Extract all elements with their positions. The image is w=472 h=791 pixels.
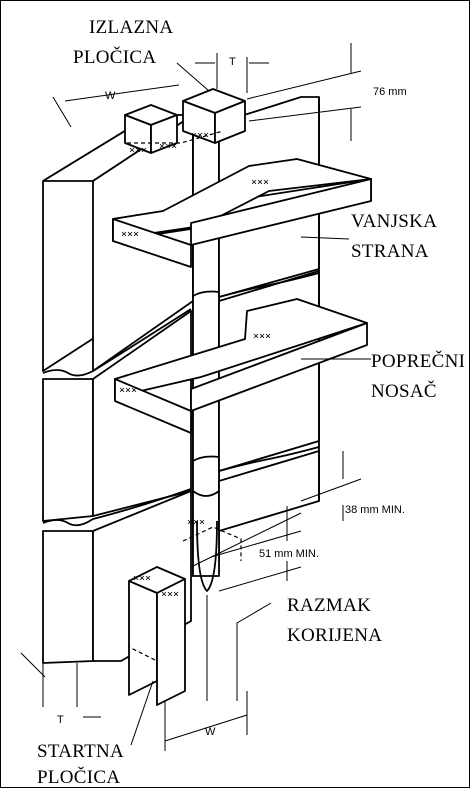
run-off-tabs-top [124,88,246,154]
left-plate [42,114,194,664]
root-gap-label-line2: KORIJENA [287,625,382,646]
root-gap-label-line1: RAZMAK [287,595,371,616]
weld-mark: ××× [121,229,139,240]
dimension-lines [20,43,371,751]
run-off-tab-label-line1: IZLAZNA [89,17,173,38]
weld-mark: ××× [129,145,147,156]
run-off-tab-label-line2: PLOČICA [73,46,156,68]
upper-cross-member [112,158,372,268]
weld-mark: ××× [251,177,269,188]
dimension-t-top: T [229,56,236,68]
dimension-w-top: W [105,90,116,102]
dimension-51mm-min: 51 mm MIN. [259,548,319,560]
dimension-w-bottom: W [205,726,216,738]
cross-member-label-line1: POPREČNI [371,350,465,372]
outer-side-label-line1: VANJSKA [351,211,437,232]
lower-cross-member [114,298,368,434]
starting-tab-label-line1: STARTNA [37,741,124,762]
dimension-t-bottom: T [57,714,64,726]
starting-tab-label-line2: PLOČICA [37,766,120,788]
weld-mark: ××× [253,331,271,342]
weld-mark: ××× [119,385,137,396]
weld-mark: ××× [187,517,205,528]
weld-mark: ××× [133,573,151,584]
outer-side-label-line2: STRANA [351,241,429,262]
weld-mark: ××× [161,589,179,600]
cross-member-label-line2: NOSAČ [371,380,437,402]
dimension-38mm-min: 38 mm MIN. [345,504,405,516]
starting-tabs-bottom [128,526,242,706]
weld-mark: ××× [159,141,177,152]
dimension-76mm: 76 mm [373,86,407,98]
weld-mark: ××× [191,130,209,141]
weld-marks: ××× ××× ××× ××× ××× ××× ××× ××× ××× ××× [119,130,271,600]
